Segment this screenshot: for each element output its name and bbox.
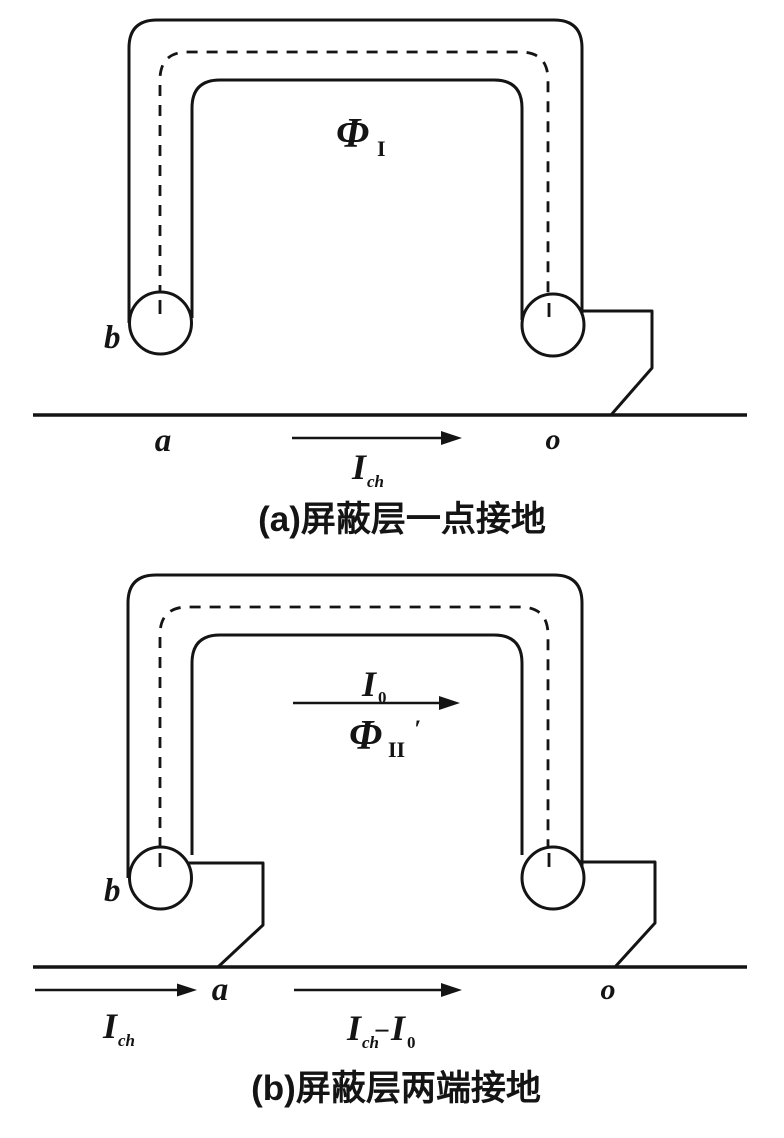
node-label-b-b: b xyxy=(104,873,121,909)
cable-end-circle-left-a xyxy=(128,290,193,356)
ground-connection-right-b xyxy=(580,860,657,969)
flux-subscript-b: II xyxy=(388,737,405,762)
ground-current-symbol2-b: I xyxy=(390,1008,407,1048)
ground-current-subscript2-b: 0 xyxy=(407,1033,416,1052)
current-subscript-a: ch xyxy=(367,472,384,491)
cable-end-circle-left-b xyxy=(128,845,193,911)
flux-subscript-a: I xyxy=(377,136,386,161)
current-symbol-a: I xyxy=(351,447,368,487)
cable-end-circle-right-a xyxy=(520,292,586,358)
node-label-a-a: a xyxy=(155,423,172,459)
shield-tube-outer-b xyxy=(126,573,584,878)
cable-end-circle-right-b xyxy=(520,845,586,911)
node-label-o-b: o xyxy=(601,973,616,1006)
flux-symbol-a: Φ xyxy=(336,111,369,157)
shield-current-arrowhead-b xyxy=(439,696,460,710)
current-arrowhead-a xyxy=(441,431,462,445)
shield-tube-outer-a xyxy=(127,18,584,325)
incoming-current-arrowhead-b xyxy=(177,983,197,997)
caption-b: (b)屏蔽层两端接地 xyxy=(251,1069,541,1108)
flux-symbol-b: Φ xyxy=(349,713,382,759)
ground-connection-right-a xyxy=(581,309,654,416)
node-label-b-a: b xyxy=(104,320,121,356)
ground-current-minus-b: − xyxy=(374,1016,390,1047)
ground-current-arrowhead-b xyxy=(441,983,462,997)
diagram-a: Φ I b a o I ch (a)屏蔽层一点接地 xyxy=(33,18,747,539)
incoming-current-subscript-b: ch xyxy=(118,1031,135,1050)
core-conductor-dashed-a xyxy=(158,50,550,296)
core-conductor-dashed-b xyxy=(158,605,550,848)
diagram-b: I 0 Φ II ′ b a I ch I ch − I 0 o (b)屏蔽层两… xyxy=(33,573,747,1108)
ground-current-symbol-b: I xyxy=(346,1008,363,1048)
shield-tube-inner-b xyxy=(190,633,524,855)
node-label-o-a: o xyxy=(546,423,561,456)
shield-tube-inner-a xyxy=(190,78,524,320)
ground-connection-left-b xyxy=(188,861,265,969)
caption-a: (a)屏蔽层一点接地 xyxy=(258,500,546,539)
incoming-current-symbol-b: I xyxy=(102,1006,119,1046)
ground-current-subscript-b: ch xyxy=(362,1033,379,1052)
shield-current-symbol-b: I xyxy=(361,664,378,704)
shield-current-subscript-b: 0 xyxy=(378,688,387,707)
flux-prime-b: ′ xyxy=(414,716,421,743)
node-label-a-b: a xyxy=(212,972,229,1008)
